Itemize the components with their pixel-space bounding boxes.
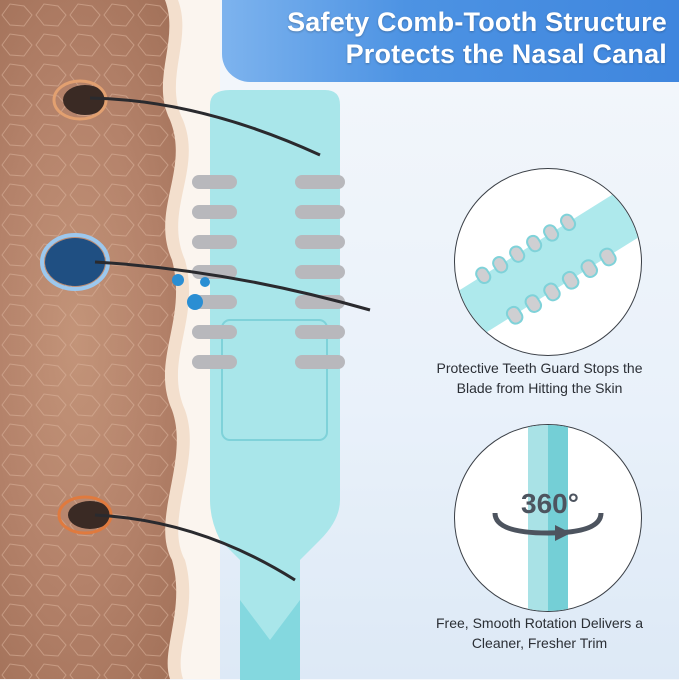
caption-line-2: Blade from Hitting the Skin [456, 380, 623, 396]
caption-line-1: Free, Smooth Rotation Delivers a [436, 615, 643, 631]
feature-teeth-guard-caption: Protective Teeth Guard Stops the Blade f… [400, 358, 679, 398]
feature-teeth-guard-circle [454, 168, 642, 356]
caption-line-1: Protective Teeth Guard Stops the [436, 360, 643, 376]
rotation-360-icon: 360° [492, 425, 604, 611]
trimmer-head-illustration [192, 90, 345, 680]
svg-text:360°: 360° [521, 488, 579, 519]
skin-texture-illustration [0, 0, 220, 679]
title-line-1: Safety Comb-Tooth Structure [287, 7, 667, 37]
title-banner: Safety Comb-Tooth Structure Protects the… [222, 0, 679, 82]
caption-line-2: Cleaner, Fresher Trim [471, 635, 608, 651]
comb-teeth-closeup-icon [455, 185, 641, 345]
page-title: Safety Comb-Tooth Structure Protects the… [287, 6, 667, 70]
skin-cross-section [0, 0, 220, 679]
feature-rotation-caption: Free, Smooth Rotation Delivers a Cleaner… [400, 613, 679, 653]
title-line-2: Protects the Nasal Canal [345, 39, 667, 69]
feature-rotation-circle: 360° [454, 424, 642, 612]
